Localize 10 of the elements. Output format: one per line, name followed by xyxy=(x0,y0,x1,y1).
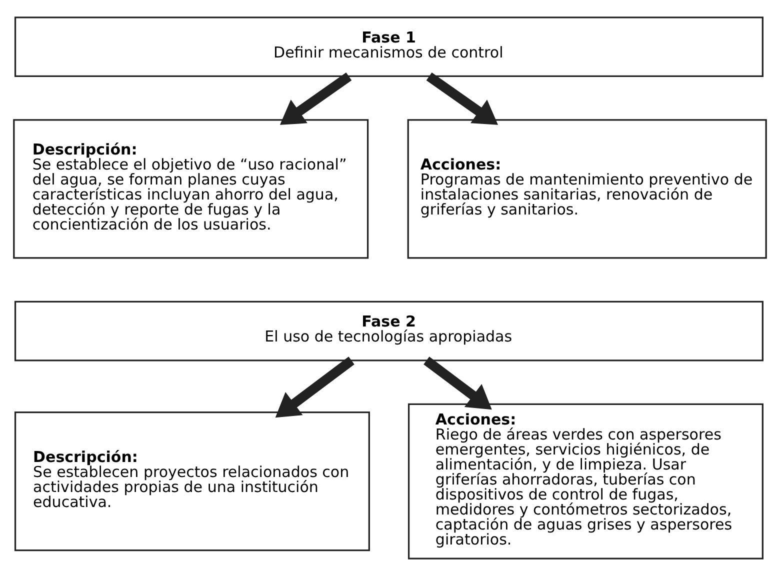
arrow xyxy=(424,356,492,410)
node-box: Descripción: Se establece el objetivo de “uso racional” del agua, se forman planes cuyas características incluyan ahorro del agua, detección y reporte de fugas y la concientización de los usuarios. xyxy=(13,118,369,258)
node-box: Fase 2 El uso de tecnologías apropiadas xyxy=(14,300,764,361)
node-box: Acciones: Programas de mantenimiento preventivo de instalaciones sanitarias, renovación de griferías y sanitarios. xyxy=(407,118,767,258)
node-box: Descripción: Se establecen proyectos relacionados con actividades propias de una institución educativa. xyxy=(14,411,370,551)
arrow xyxy=(275,356,354,418)
arrow xyxy=(280,72,352,124)
arrow xyxy=(426,72,498,124)
node-box: Fase 1 Definir mecanismos de control xyxy=(14,16,764,77)
node-box: Acciones: Riego de áreas verdes con aspersores emergentes, servicios higiénicos, de alimentación, y de limpieza. Usar griferías ahorradoras, tuberías con dispositivos de control de fugas, medidores y contómetros sectorizados, captación de aguas grises y aspersores giratorios. xyxy=(408,402,764,559)
